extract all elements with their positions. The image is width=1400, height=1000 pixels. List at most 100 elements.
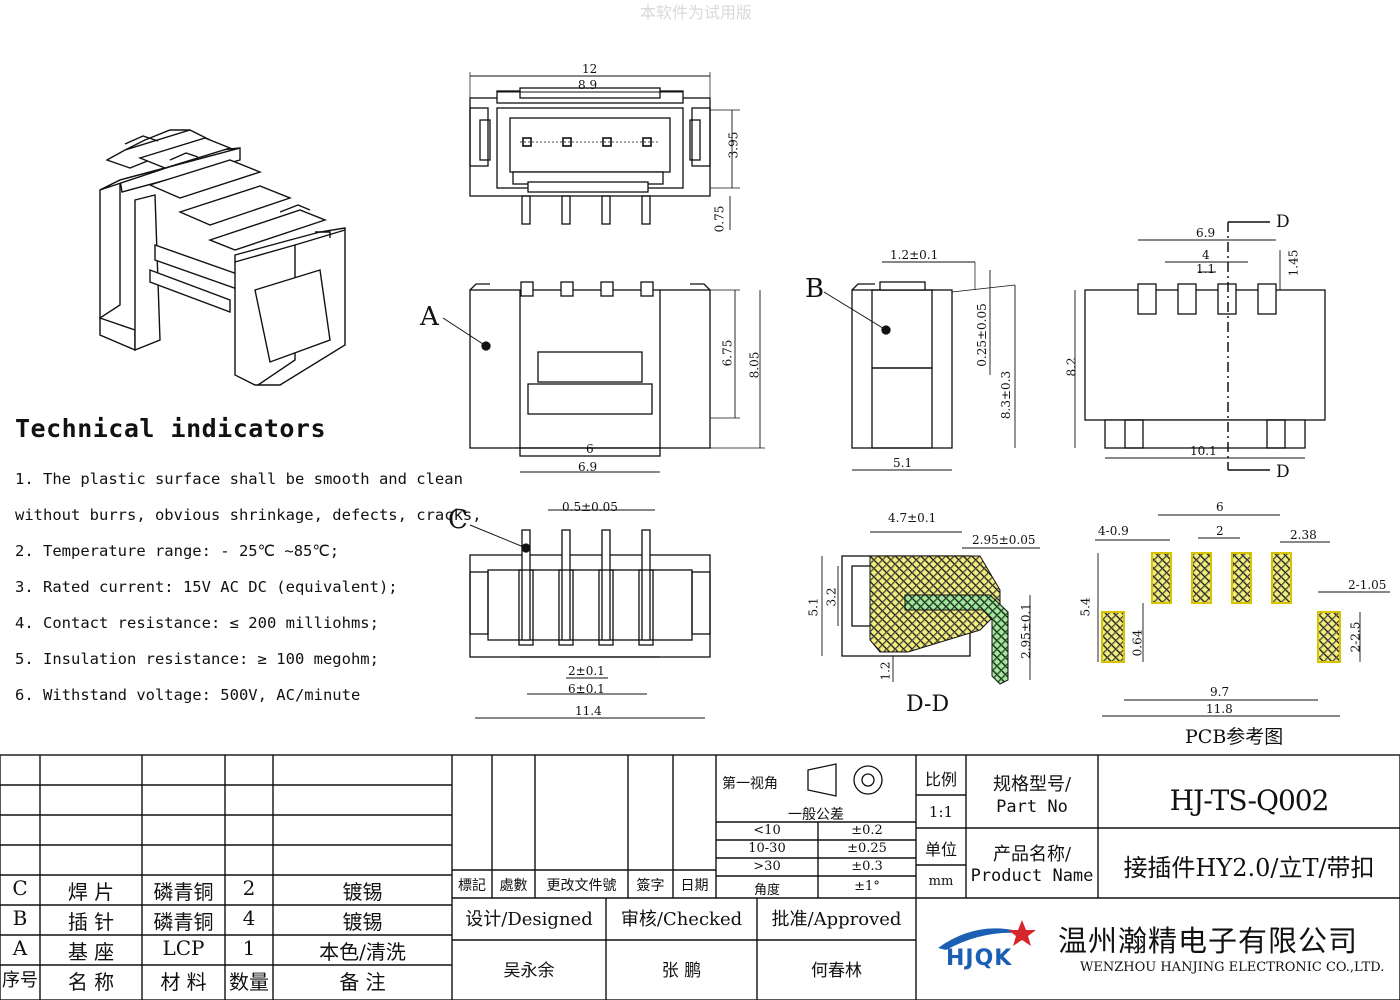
tolerance-range: >30: [753, 859, 781, 874]
first-angle-icon: [807, 763, 883, 797]
pcb-layout: [1095, 514, 1390, 717]
pin-squares: [522, 137, 652, 147]
side-view: [823, 261, 1016, 471]
dim-pcb-inner: 9.7: [1210, 685, 1230, 699]
bom-cell: 基 座: [67, 940, 115, 964]
approved-label: 批准/Approved: [771, 909, 902, 930]
back-view: [1074, 221, 1326, 471]
dim-top-depth: 3.95: [726, 131, 741, 159]
scale-label: 比例: [924, 770, 957, 789]
revision-header: 處數: [499, 878, 528, 894]
bom-header: 名 称: [67, 970, 115, 994]
tolerance-value: ±1°: [854, 879, 880, 894]
checked-name: 张 鹏: [661, 961, 702, 981]
technical-item: without burrs, obvious shrinkage, defect…: [15, 506, 482, 524]
designed-name: 吴永余: [503, 961, 555, 981]
dim-section-height: 5.1: [806, 597, 821, 617]
bom-header: 数量: [229, 970, 269, 994]
dim-front-w2: 6.9: [578, 460, 598, 474]
dim-bottom-width: 11.4: [575, 704, 602, 718]
product-name-label-cn: 产品名称/: [992, 844, 1072, 865]
bom-cell: B: [12, 906, 28, 930]
technical-item: 1. The plastic surface shall be smooth a…: [15, 470, 463, 488]
tolerance-title: 一般公差: [788, 807, 844, 823]
designed-label: 设计/Designed: [465, 909, 593, 930]
dim-pcb-side-h: 2-2.5: [1348, 621, 1363, 653]
part-no-label-en: Part No: [996, 797, 1068, 817]
tolerance-value: ±0.25: [847, 841, 887, 856]
part-no-value: HJ-TS-Q002: [1169, 784, 1330, 817]
bom-cell: 插 针: [67, 910, 115, 934]
revision-header: 標記: [458, 878, 486, 894]
dim-section-inner: 3.2: [824, 587, 839, 607]
bottom-pins: [518, 529, 654, 646]
tolerance-range: 角度: [753, 883, 780, 898]
first-angle-label: 第一视角: [722, 776, 778, 792]
scale-value: 1:1: [928, 803, 954, 821]
dim-top-leg: 0.75: [712, 205, 727, 233]
dim-pcb-span: 6: [1216, 500, 1224, 514]
dim-front-h1: 6.75: [720, 339, 735, 367]
dim-front-h2: 8.05: [747, 351, 762, 379]
dim-back-w1: 6.9: [1196, 226, 1216, 240]
bom-header: 材 料: [160, 970, 207, 994]
bom-cell: 焊 片: [67, 880, 115, 904]
technical-item: 5. Insulation resistance: ≥ 100 megohm;: [15, 650, 379, 668]
technical-title: Technical indicators: [15, 414, 327, 443]
dim-pcb-offset: 2.38: [1290, 528, 1317, 542]
part-no-label-cn: 规格型号/: [992, 774, 1072, 795]
revision-header: 日期: [680, 878, 709, 894]
section-view: [821, 531, 1040, 685]
company-name-en: WENZHOU HANJING ELECTRONIC CO.,LTD.: [1080, 960, 1385, 975]
dim-side-gap: 0.25±0.05: [974, 303, 989, 367]
bom-cell: A: [12, 936, 28, 960]
bom-cell: 4: [242, 906, 256, 930]
front-view: [442, 281, 765, 473]
watermark-fragment: 本软件为试用版: [640, 3, 752, 22]
company-logo: HJQK: [946, 946, 1013, 971]
dim-pcb-pad-w: 4-0.9: [1098, 524, 1129, 538]
bom-cell: 1: [242, 936, 256, 960]
dim-section-right: 2.95±0.05: [972, 533, 1036, 547]
bom-header: 备 注: [339, 970, 386, 994]
bom-cell: 磷青铜: [153, 910, 214, 934]
bom-cell: 镀锡: [342, 910, 383, 934]
tolerance-value: ±0.3: [851, 859, 883, 874]
dim-pcb-gap: 0.64: [1130, 629, 1145, 657]
back-pins: [1137, 283, 1277, 315]
section-mark-bottom: D: [1276, 462, 1290, 482]
revision-header: 簽字: [636, 878, 665, 894]
callout-a: A: [420, 302, 439, 332]
company-name-cn: 温州瀚精电子有限公司: [1058, 924, 1359, 958]
dim-back-w3: 1.1: [1196, 262, 1216, 276]
dim-side-height: 8.3±0.3: [999, 370, 1014, 420]
logo-icon: [938, 920, 1036, 950]
bom-cell: 磷青铜: [153, 880, 214, 904]
product-name-label-en: Product Name: [970, 866, 1094, 886]
bom-cell: 2: [242, 876, 256, 900]
dim-side-top: 1.2±0.1: [890, 248, 939, 262]
dim-section-top: 4.7±0.1: [888, 511, 937, 525]
product-name-value: 接插件HY2.0/立T/带扣: [1123, 854, 1375, 882]
bom-header: 序号: [2, 970, 38, 991]
bom-cell: C: [12, 876, 28, 900]
dim-top-inner: 8.9: [578, 78, 598, 92]
bom-cell: 镀锡: [342, 880, 383, 904]
pcb-pads: [1101, 552, 1341, 663]
technical-list: 1. The plastic surface shall be smooth a…: [15, 468, 482, 720]
pcb-title: PCB参考图: [1185, 726, 1284, 748]
dim-pcb-pitch: 2: [1216, 524, 1224, 538]
callout-b: B: [805, 274, 825, 304]
dim-section-base: 1.2: [878, 661, 893, 681]
dim-back-w2: 4: [1202, 248, 1210, 262]
dim-side-width: 5.1: [893, 456, 913, 470]
dim-bottom-pin: 0.5±0.05: [562, 500, 618, 514]
section-title: D-D: [906, 692, 950, 717]
unit-label: 单位: [924, 840, 957, 859]
dim-pcb-height: 5.4: [1078, 597, 1093, 617]
unit-value: mm: [928, 874, 954, 889]
checked-label: 审核/Checked: [620, 909, 743, 930]
dim-bottom-pitch: 2±0.1: [568, 664, 605, 678]
bottom-view: [469, 509, 711, 719]
